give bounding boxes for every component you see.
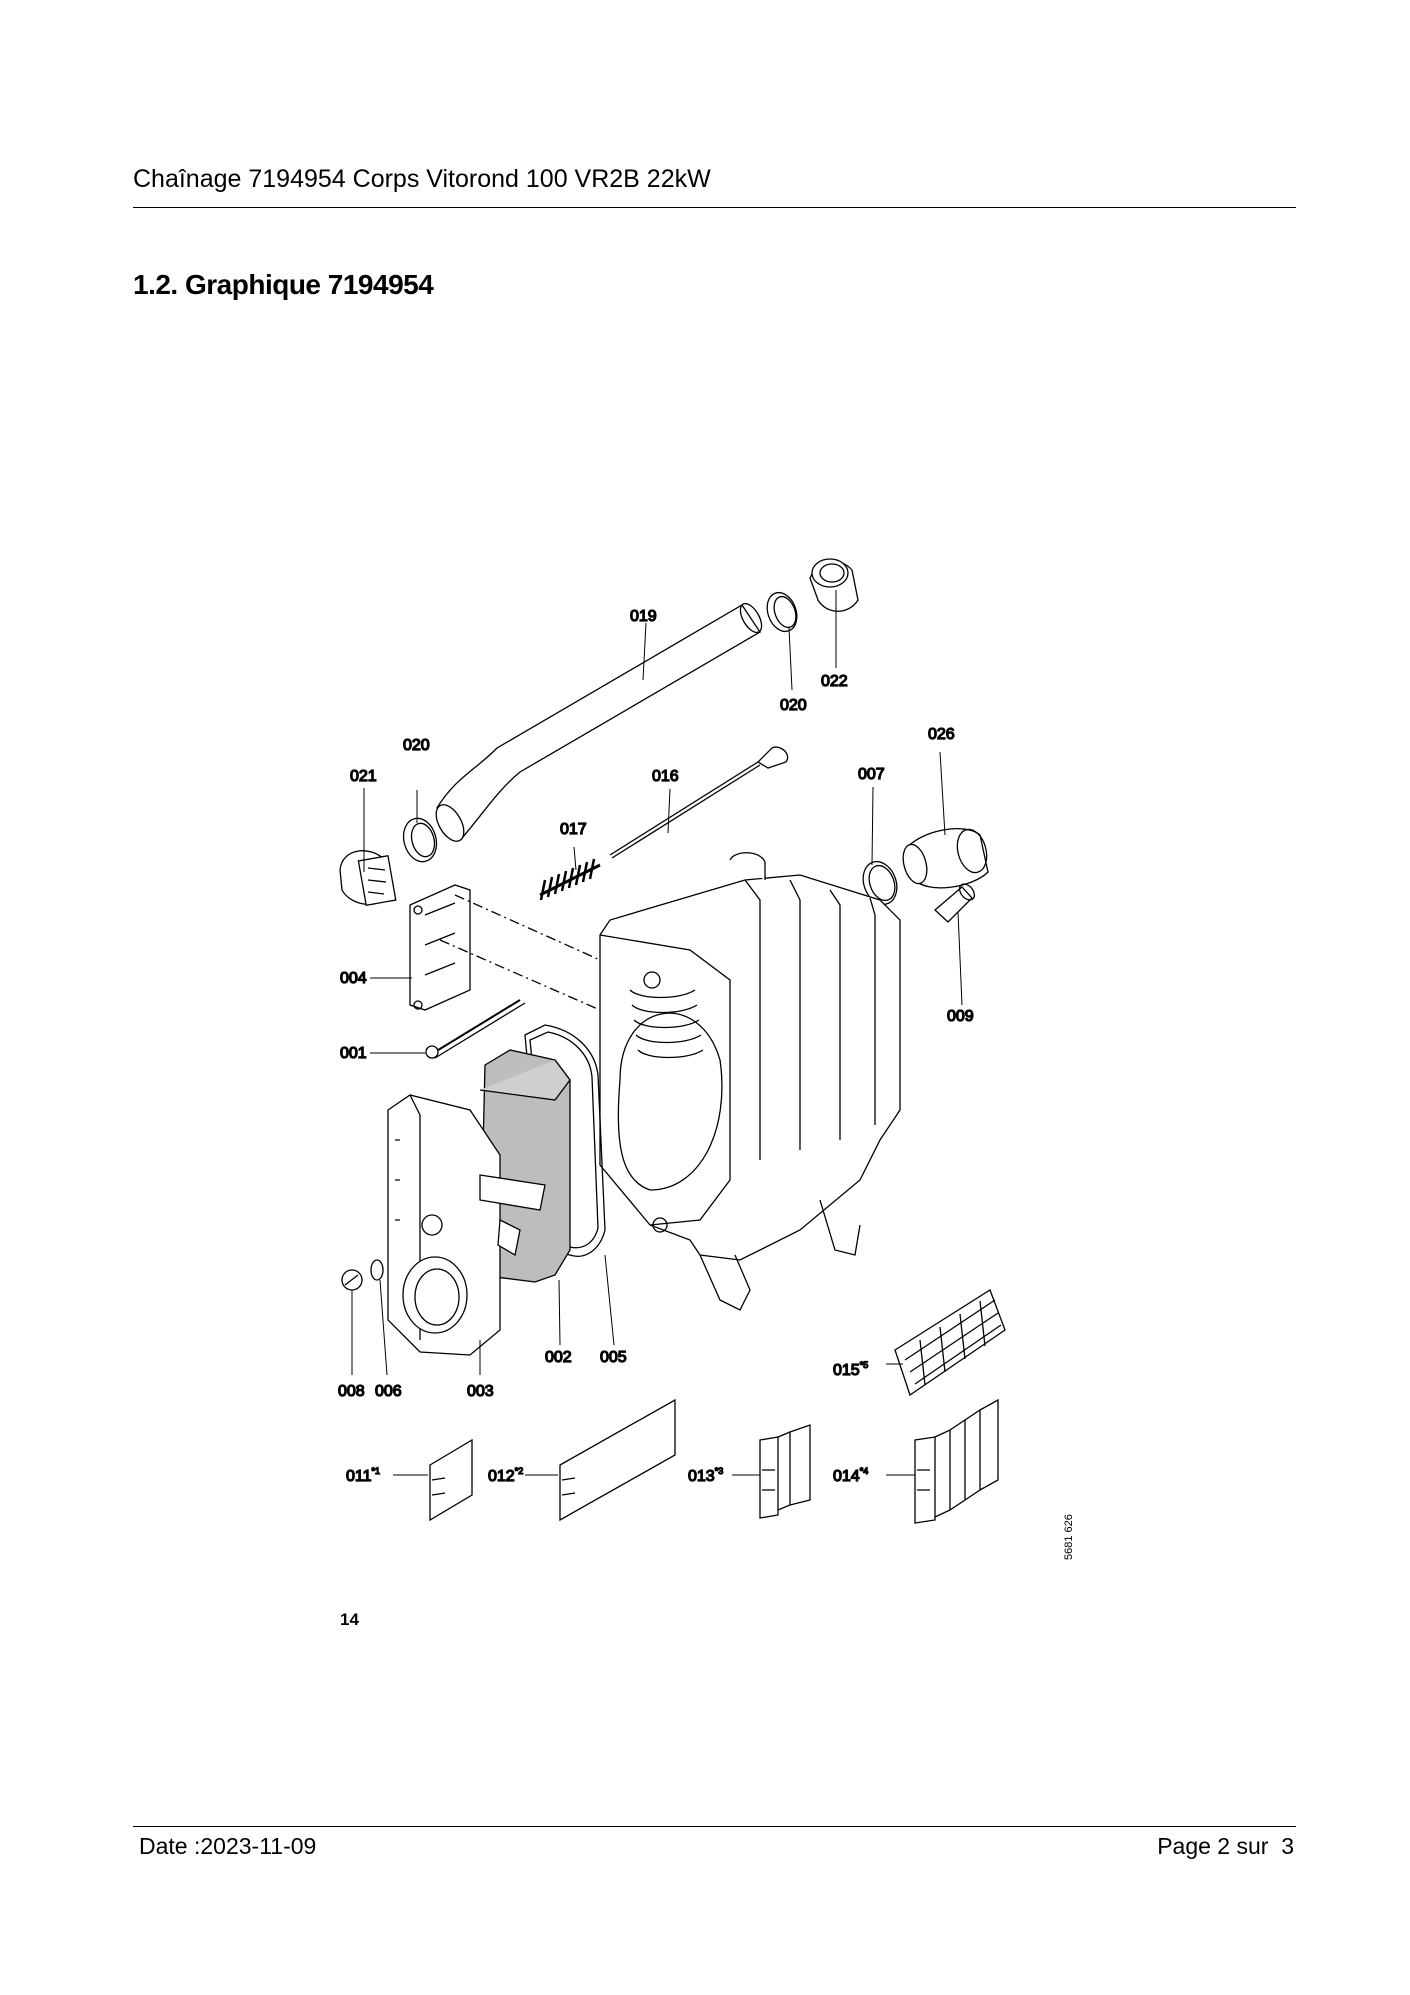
gasket-005 bbox=[524, 1024, 606, 1257]
callout-020-left: 020 bbox=[403, 737, 430, 754]
burner-door-003 bbox=[387, 1094, 546, 1356]
panel-012 bbox=[559, 1398, 676, 1522]
panel-set-013 bbox=[759, 1424, 811, 1519]
callout-004: 004 bbox=[340, 970, 367, 987]
sleeve-009 bbox=[934, 883, 976, 923]
flue-pipe-019 bbox=[435, 602, 763, 842]
flange-021 bbox=[339, 850, 397, 907]
heat-exchanger-body bbox=[599, 852, 901, 1311]
cleaning-rod-016 bbox=[609, 746, 789, 859]
callout-013: 013*3 bbox=[688, 1466, 723, 1485]
clamp-020-top bbox=[766, 591, 798, 633]
footer-divider bbox=[133, 1826, 1296, 1827]
footer-date: Date :2023-11-09 bbox=[139, 1833, 317, 1859]
bracket-004 bbox=[409, 884, 601, 1011]
callout-012: 012*2 bbox=[488, 1466, 523, 1485]
panel-011 bbox=[429, 1438, 473, 1522]
callout-017: 017 bbox=[560, 821, 587, 838]
callout-020-top: 020 bbox=[780, 697, 807, 714]
callout-026: 026 bbox=[928, 726, 955, 743]
callout-003: 003 bbox=[467, 1383, 494, 1400]
callout-006: 006 bbox=[375, 1383, 402, 1400]
callout-011: 011*1 bbox=[346, 1466, 380, 1485]
callout-022: 022 bbox=[821, 673, 848, 690]
seal-006 bbox=[370, 1259, 384, 1281]
callout-001: 001 bbox=[340, 1045, 367, 1062]
callout-008: 008 bbox=[338, 1383, 365, 1400]
turbulator-015 bbox=[894, 1289, 1006, 1397]
rod-001 bbox=[425, 999, 526, 1059]
callout-015: 015*5 bbox=[833, 1360, 868, 1379]
figure-number: 14 bbox=[340, 1610, 359, 1629]
callout-021: 021 bbox=[350, 768, 377, 785]
callout-009: 009 bbox=[947, 1008, 974, 1025]
clamp-020-left bbox=[402, 817, 438, 863]
section-heading: 1.2. Graphique 7194954 bbox=[133, 269, 434, 300]
drawing-id: 5681 626 bbox=[1063, 1514, 1075, 1560]
leader-lines bbox=[351, 590, 963, 1476]
callout-016: 016 bbox=[652, 768, 679, 785]
header-divider bbox=[133, 207, 1296, 208]
callout-019: 019 bbox=[630, 608, 657, 625]
callout-005: 005 bbox=[600, 1349, 627, 1366]
callout-002: 002 bbox=[545, 1349, 572, 1366]
panel-set-014 bbox=[914, 1398, 999, 1524]
document-title: Chaînage 7194954 Corps Vitorond 100 VR2B… bbox=[133, 165, 711, 193]
callout-014: 014*4 bbox=[833, 1466, 868, 1485]
adaptor-022 bbox=[809, 558, 859, 612]
page-indicator: Page 2 sur 3 bbox=[1157, 1833, 1294, 1859]
callout-007: 007 bbox=[858, 766, 885, 783]
sight-glass-008 bbox=[341, 1269, 363, 1291]
connector-026 bbox=[902, 828, 989, 889]
brush-017 bbox=[539, 858, 601, 901]
